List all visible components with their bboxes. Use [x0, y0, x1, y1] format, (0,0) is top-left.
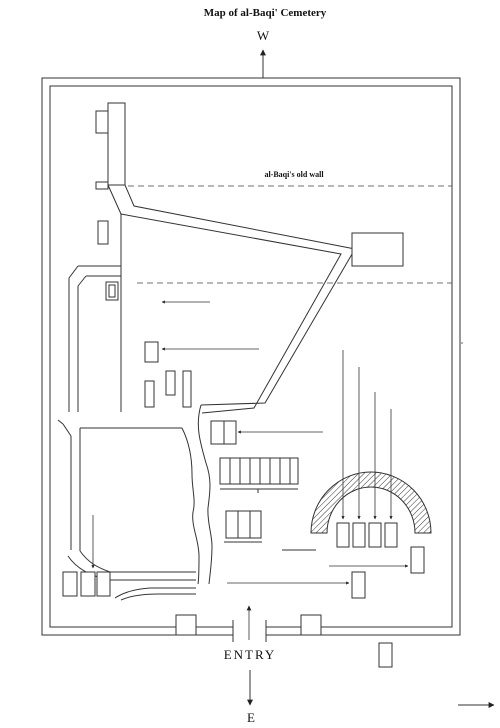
tomb-row-lower — [224, 510, 262, 543]
building-small — [95, 181, 109, 190]
compass-east-label: E — [247, 710, 255, 725]
hatched-arch — [310, 471, 432, 534]
tomb-row-center — [219, 457, 299, 493]
grave-arch-2 — [352, 522, 366, 548]
building-small-left-2b — [108, 284, 116, 298]
left-enclosure — [57, 404, 213, 601]
grave-bottom-left-2 — [80, 571, 96, 597]
building-small-left-4 — [144, 380, 155, 408]
building-small-left-6 — [182, 370, 192, 408]
left-corridor — [68, 214, 122, 412]
building-lower-right — [410, 546, 425, 574]
map-dot — [461, 342, 463, 344]
entry-gate — [232, 620, 267, 642]
building-top-right — [351, 232, 404, 267]
map-title: Map of al-Baqi' Cemetery — [204, 7, 327, 19]
building-small-left-5 — [165, 370, 176, 396]
grave-arch-1 — [336, 522, 350, 548]
gate-left — [175, 614, 197, 636]
old-wall-label: al-Baqi's old wall — [264, 170, 324, 179]
grave-arch-4 — [384, 522, 398, 548]
entry-label: ENTRY — [224, 647, 277, 662]
grave-bottom-left-1 — [62, 571, 78, 597]
gate-right — [300, 614, 322, 636]
grave-bottom-left-3 — [96, 571, 111, 597]
building-top-left-long — [107, 102, 126, 186]
grave-arch-3 — [368, 522, 382, 548]
compass-west-label: W — [257, 28, 270, 43]
building-small-left-1 — [97, 220, 109, 245]
cemetery-outer-wall — [41, 77, 461, 636]
diagonal-path — [107, 184, 356, 414]
building-lower-center — [351, 571, 366, 599]
building-outside — [378, 642, 393, 668]
building-top-left — [95, 110, 109, 134]
building-small-left-3 — [144, 341, 159, 363]
